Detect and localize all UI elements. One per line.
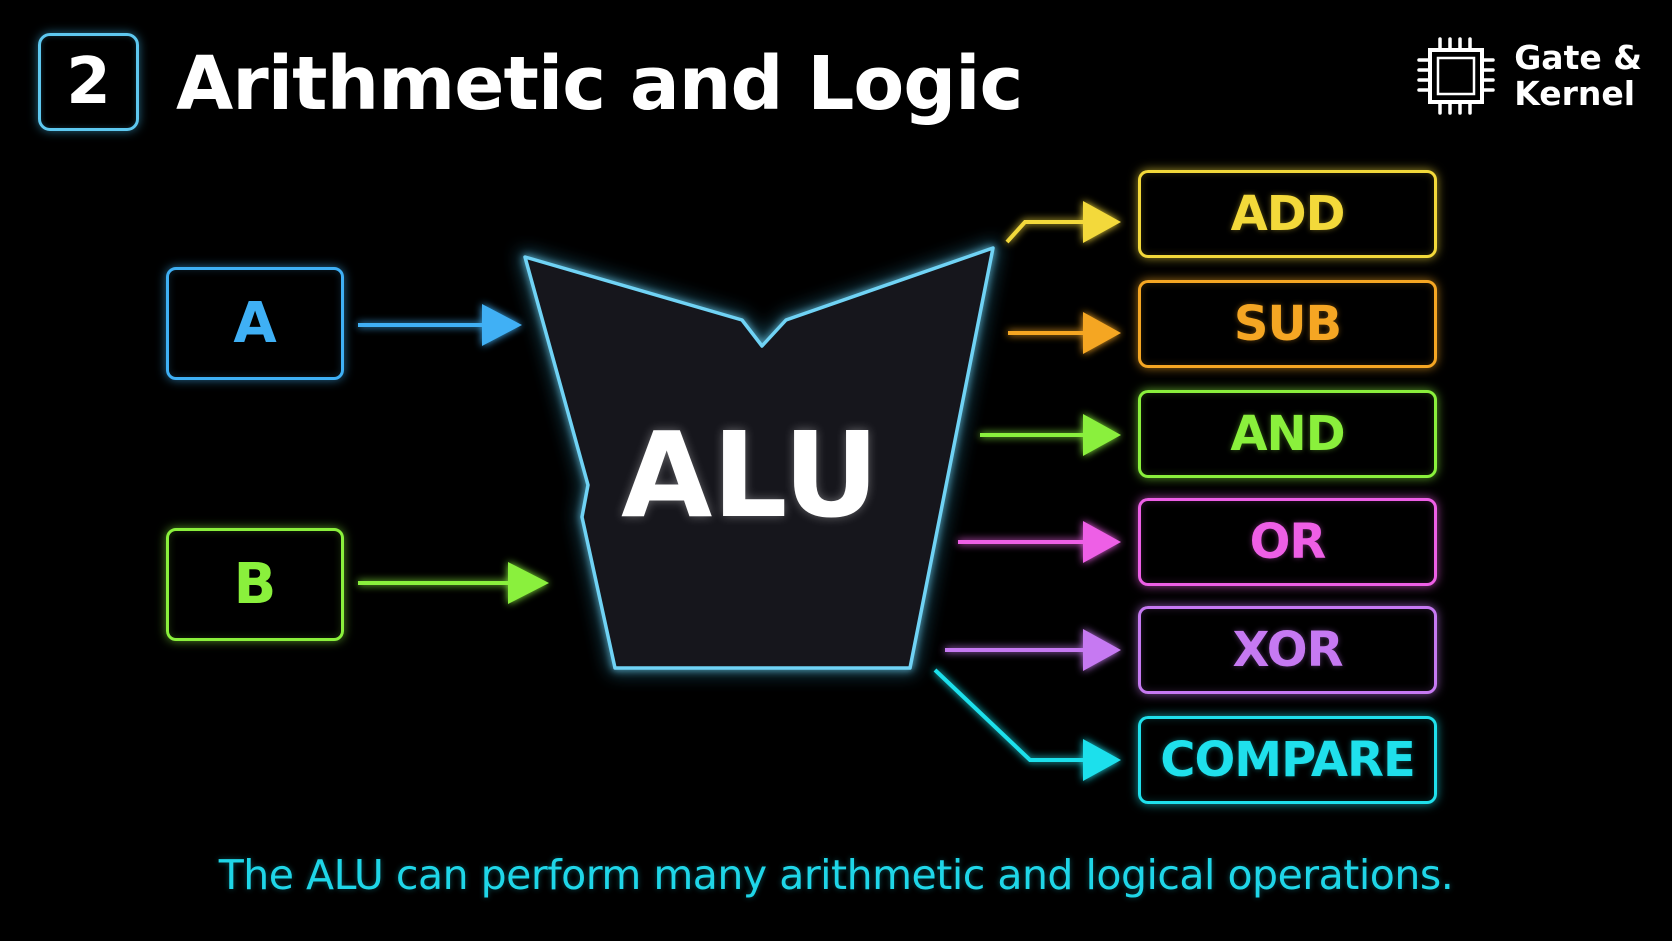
operation-or: OR [1138,498,1437,586]
operation-xor: XOR [1138,606,1437,694]
brand-name: Gate & Kernel [1514,40,1642,112]
chip-icon [1417,37,1495,115]
arrow-to-sub [1008,312,1121,354]
alu-label: ALU [620,406,880,544]
operation-and: AND [1138,390,1437,478]
alu-block [523,246,995,670]
brand-name-line2: Kernel [1514,74,1636,113]
arrow-to-add [1005,201,1121,244]
input-a-box: A [166,267,344,380]
step-number-badge: 2 [38,33,139,131]
arrow-b-to-alu [358,562,549,604]
operation-add: ADD [1138,170,1437,258]
arrow-to-compare [933,668,1121,781]
brand-logo: Gate & Kernel [1416,36,1642,116]
arrow-to-and [980,414,1121,456]
arrow-a-to-alu [358,304,522,346]
caption: The ALU can perform many arithmetic and … [218,851,1454,899]
arrow-to-xor [945,629,1121,671]
operation-compare: COMPARE [1138,716,1437,804]
page-title: Arithmetic and Logic [176,41,1023,127]
brand-name-line1: Gate & [1514,38,1642,77]
input-b-box: B [166,528,344,641]
operation-sub: SUB [1138,280,1437,368]
arrow-to-or [958,521,1121,563]
